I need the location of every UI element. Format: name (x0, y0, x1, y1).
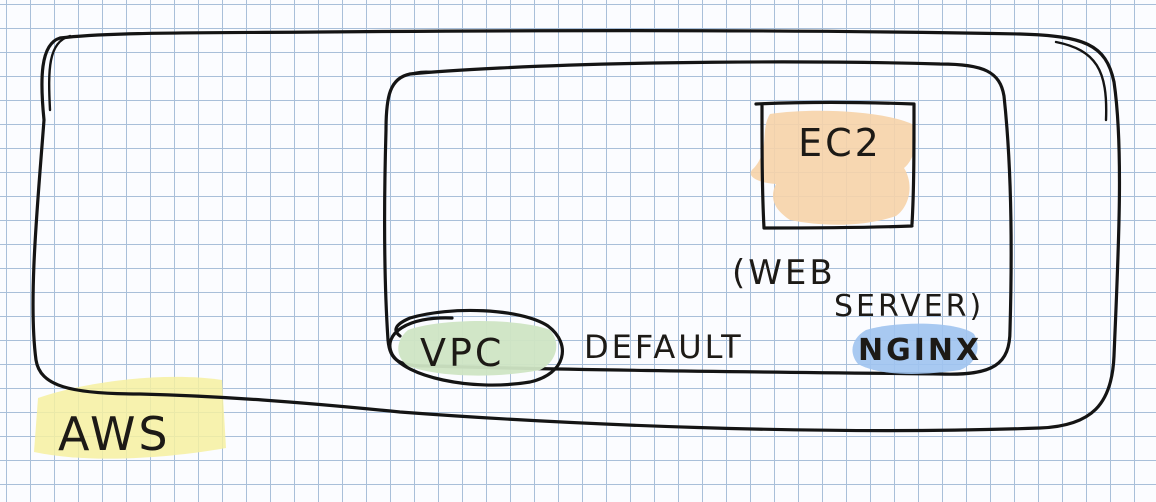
vpc-bubble (388, 308, 564, 387)
web-server-note-line1: (WEB (732, 253, 836, 293)
web-server-note-line2: SERVER) (834, 289, 984, 324)
vpc-highlight (398, 321, 557, 376)
ec2-box (754, 100, 916, 230)
nginx-label: NGINX (858, 333, 982, 368)
ec2-label: EC2 (798, 121, 882, 165)
nginx-highlight (852, 323, 978, 374)
aws-boundary-overstroke (48, 34, 1108, 122)
ec2-highlight (750, 110, 916, 225)
vpc-boundary (383, 60, 1013, 376)
vpc-boundary-overstroke (402, 70, 434, 78)
vpc-qualifier: DEFAULT (584, 328, 744, 366)
vpc-label: VPC (420, 331, 504, 375)
aws-label: AWS (58, 407, 171, 461)
aws-highlight (34, 376, 226, 459)
aws-boundary (31, 29, 1122, 433)
